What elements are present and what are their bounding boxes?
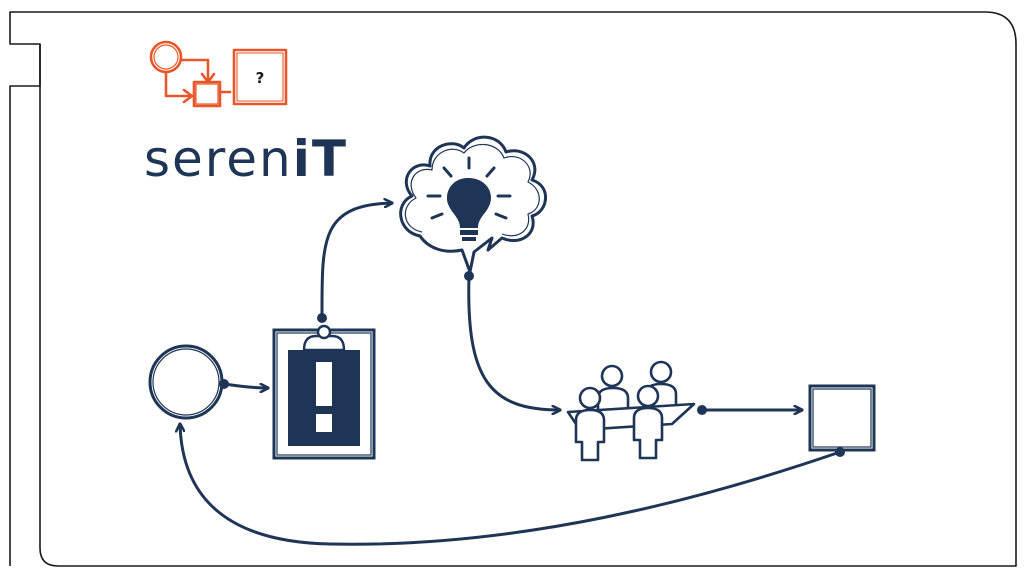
brand-name-prefix: seren xyxy=(144,130,293,188)
brand-name-t: T xyxy=(311,130,348,188)
meeting-people-icon xyxy=(566,360,696,462)
clipboard-alert-icon xyxy=(272,324,376,460)
edge-end-to-start xyxy=(180,424,845,546)
edge-meeting-to-end xyxy=(697,405,802,415)
edge-idea-to-meeting xyxy=(464,271,560,410)
question-mark-label: ? xyxy=(255,69,265,87)
page-frame xyxy=(9,11,1017,567)
lightbulb-cloud-icon xyxy=(399,135,547,274)
start-circle-icon xyxy=(148,344,224,420)
brand-name-it: iT xyxy=(293,130,348,188)
question-box-icon xyxy=(232,48,288,106)
edge-start-to-alert xyxy=(219,379,268,389)
edge-alert-to-idea xyxy=(317,203,392,323)
brand-name-i: i xyxy=(292,130,312,188)
end-square-icon xyxy=(808,384,876,452)
process-cycle-icon xyxy=(149,40,232,108)
